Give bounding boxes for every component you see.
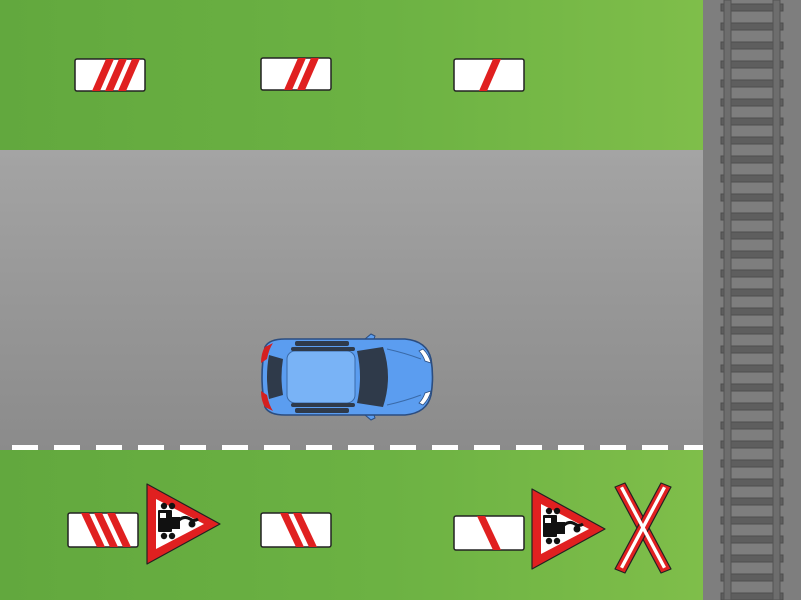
lane-center-line [12,445,703,451]
approach-marker-1-stripe-top [453,58,525,92]
approach-marker-2-stripes-top [260,57,332,91]
railway-warning-sign-2 [531,488,606,570]
locomotive-icon [158,502,199,540]
approach-marker-1-stripe-bottom [453,515,525,551]
locomotive-icon [543,507,584,545]
railway-track [703,0,801,600]
approach-marker-3-stripes-top [74,58,146,92]
approach-marker-2-stripes-bottom [260,512,332,548]
railway-warning-sign-1 [146,483,221,565]
railway-track-icon [703,0,801,600]
approach-marker-3-stripes-bottom [67,512,139,548]
single-track-crossbuck-icon [614,482,672,574]
car-icon[interactable] [255,333,435,421]
